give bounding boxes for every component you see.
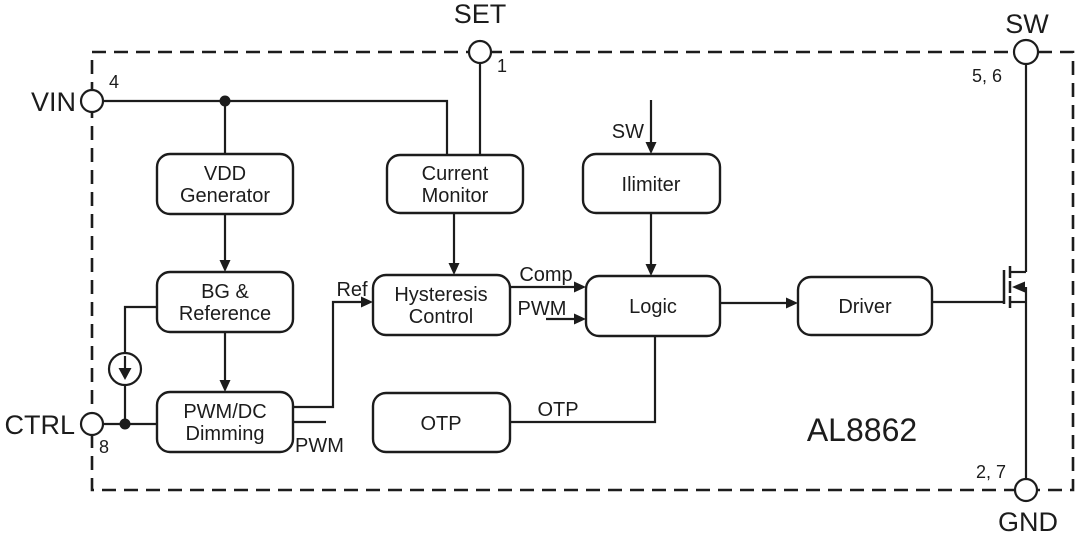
junction-ctrl [119,418,131,430]
pin-vin-name: VIN [31,87,76,117]
block-hysteresis-control-label2: Control [409,306,473,328]
block-bg-reference-label1: BG & [201,281,249,303]
arrow-into-driver [786,297,798,309]
current-source-arrow [118,368,132,380]
wire-otp-net [510,336,657,424]
net-label-otp: OTP [537,399,578,421]
block-pwm-dc-dimming-label1: PWM/DC [183,401,266,423]
pin-gnd-name: GND [998,507,1058,535]
mosfet-icon [1002,266,1026,308]
mosfet-body-arrow [1012,281,1025,293]
block-ilimiter-label: Ilimiter [622,174,681,196]
pin-gnd-circle [1013,477,1039,503]
net-label-ref: Ref [336,279,368,301]
pin-sw-name: SW [1005,9,1049,39]
block-vdd-generator-label2: Generator [180,185,270,207]
net-label-pwm-dimming: PWM [295,435,344,457]
pin-sw-circle [1012,38,1040,66]
block-pwm-dc-dimming-label2: Dimming [186,423,265,445]
current-source-icon [107,351,143,387]
block-bg-reference-label2: Reference [179,303,271,325]
block-current-monitor-label1: Current [422,163,489,185]
block-hysteresis-control-label1: Hysteresis [394,284,487,306]
block-otp-box [371,391,512,454]
arrowheads [219,142,798,392]
block-otp-label: OTP [420,413,461,435]
arrow-into-bg [219,260,231,272]
arrow-into-ilimiter [645,142,657,154]
pin-ctrl-circle [79,411,105,437]
pin-set-circle [467,39,493,65]
pin-gnd: GND 2, 7 [976,462,1058,535]
block-driver: Driver [796,275,934,337]
block-pwm-dc-dimming: PWM/DC Dimming [155,390,295,454]
pin-ctrl-name: CTRL [4,410,75,440]
block-hysteresis-control-box [371,273,512,337]
wire-bg-to-current-source [123,305,157,353]
junction-vin [219,95,231,107]
pin-set-name: SET [454,0,507,29]
net-label-comp: Comp [519,264,572,286]
arrow-into-hysteresis [448,263,460,275]
arrow-comp-into-logic [574,281,586,293]
block-ilimiter: Ilimiter [581,152,722,215]
wire-ref-net [293,300,363,409]
pin-vin-circle [79,88,105,114]
block-hysteresis-control: Hysteresis Control [371,273,512,337]
arrow-pwm-into-logic [574,313,586,325]
block-pwm-dc-dimming-box [155,390,295,454]
block-logic-box [584,274,722,338]
block-driver-label: Driver [838,296,892,318]
block-driver-box [796,275,934,337]
arrow-into-logic-top [645,264,657,276]
pin-sw-number: 5, 6 [972,66,1002,86]
block-bg-reference: BG & Reference [155,270,295,334]
pin-vin: VIN 4 [31,72,119,117]
pin-vin-number: 4 [109,72,119,92]
wire-vin-rail [103,99,449,155]
block-bg-reference-box [155,270,295,334]
block-current-monitor-box [385,153,525,215]
block-vdd-generator: VDD Generator [155,152,295,216]
pin-ctrl: CTRL 8 [4,410,109,457]
ic-boundary [90,50,1075,492]
block-ilimiter-box [581,152,722,215]
arrow-into-dimming [219,380,231,392]
pin-set: SET 1 [454,0,507,76]
pin-set-number: 1 [497,56,507,76]
block-vdd-generator-label1: VDD [204,163,246,185]
block-current-monitor: Current Monitor [385,153,525,215]
net-label-pwm-logic: PWM [518,298,567,320]
block-logic: Logic [584,274,722,338]
block-logic-label: Logic [629,296,677,318]
pin-ctrl-number: 8 [99,437,109,457]
pin-gnd-number: 2, 7 [976,462,1006,482]
part-number-label: AL8862 [807,412,917,448]
block-current-monitor-label2: Monitor [422,185,489,207]
arrow-ref-into-hysteresis [361,296,373,308]
pin-sw: SW 5, 6 [972,9,1049,86]
block-vdd-generator-box [155,152,295,216]
net-label-sw-input: SW [612,121,644,143]
block-otp: OTP [371,391,512,454]
